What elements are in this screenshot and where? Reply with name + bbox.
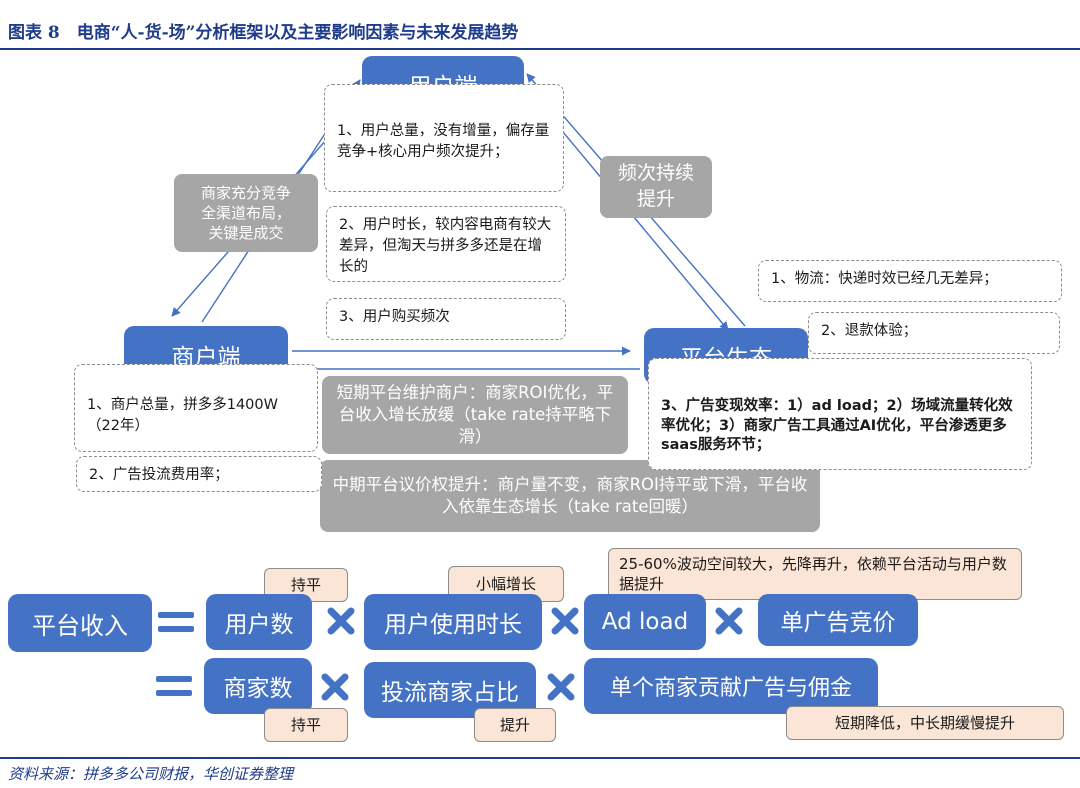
formula-merchant-contribution: 单个商家贡献广告与佣金 xyxy=(584,658,878,714)
note-user-1: 1、用户总量，没有增量，偏存量竞争+核心用户频次提升； xyxy=(324,84,564,192)
equals-icon-top-bar xyxy=(156,676,192,682)
equals-icon-bottom-bar xyxy=(158,626,194,632)
multiply-icon xyxy=(550,606,580,636)
footer-rule xyxy=(0,757,1080,759)
equals-icon-top-bar xyxy=(158,612,194,618)
formula-users: 用户数 xyxy=(206,594,312,650)
source-note: 资料来源：拼多多公司财报，华创证券整理 xyxy=(8,765,294,783)
note-platform-3: 3、广告变现效率：1）ad load；2）场域流量转化效率优化；3）商家广告工具… xyxy=(648,358,1032,470)
note-platform-1: 1、物流：快递时效已经几无差异； xyxy=(758,260,1062,302)
header-rule xyxy=(0,48,1080,50)
formula-merchants: 商家数 xyxy=(204,658,312,714)
callout-frequency: 频次持续 提升 xyxy=(600,156,712,218)
multiply-icon xyxy=(326,606,356,636)
note-user-3: 3、用户购买频次 xyxy=(326,298,566,340)
multiply-icon xyxy=(714,606,744,636)
note-user-2: 2、用户时长，较内容电商有较大差异，但淘天与拼多多还是在增长的 xyxy=(326,206,566,282)
tag-adload-note: 25-60%波动空间较大，先降再升，依赖平台活动与用户数据提升 xyxy=(608,548,1022,600)
tag-ratio-up: 提升 xyxy=(474,708,556,742)
formula-usage-time: 用户使用时长 xyxy=(364,594,542,650)
formula-revenue: 平台收入 xyxy=(8,594,152,652)
callout-merchant-competition: 商家充分竞争 全渠道布局， 关键是成交 xyxy=(174,174,318,252)
note-platform-2: 2、退款体验； xyxy=(808,312,1060,354)
formula-ad-load: Ad load xyxy=(584,594,706,650)
note-merchant-2: 2、广告投流费用率； xyxy=(76,456,322,492)
figure-title: 图表 8 电商“人-货-场”分析框架以及主要影响因素与未来发展趋势 xyxy=(8,23,519,43)
callout-mid-term: 中期平台议价权提升：商户量不变，商家ROI持平或下滑，平台收入依靠生态增长（ta… xyxy=(320,460,820,532)
formula-ad-bid: 单广告竞价 xyxy=(758,594,918,646)
multiply-icon xyxy=(320,672,350,702)
tag-contribution-note: 短期降低，中长期缓慢提升 xyxy=(786,706,1064,740)
multiply-icon xyxy=(546,672,576,702)
tag-merchants-flat: 持平 xyxy=(264,708,348,742)
equals-icon-bottom-bar xyxy=(156,690,192,696)
note-merchant-1: 1、商户总量，拼多多1400W（22年） xyxy=(74,364,318,452)
callout-short-term: 短期平台维护商户：商家ROI优化，平台收入增长放缓（take rate持平略下滑… xyxy=(322,376,628,454)
